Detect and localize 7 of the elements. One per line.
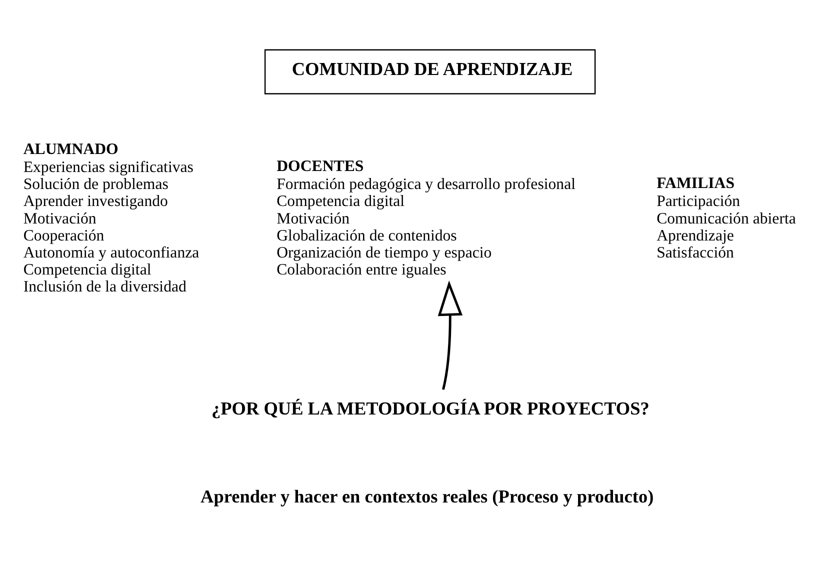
- label: Aprender y hacer en contextos reales (Proceso y producto): [200, 486, 654, 506]
- node-box: COMUNIDAD DE APRENDIZAJE: [264, 48, 596, 94]
- node-text: FAMILIAS Participación Comunicación abierta Aprendizaje Satisfacción: [656, 174, 796, 261]
- arrow: [438, 280, 463, 390]
- node-text: ¿POR QUÉ LA METODOLOGÍA POR PROYECTOS?: [211, 398, 650, 418]
- node-text: DOCENTES Formación pedagógica y desarrollo profesional Competencia digital Motivación Globalización de contenidos Organización de tiempo y espacio Colaboración entre iguales: [276, 157, 576, 278]
- node-text: ALUMNADO Experiencias significativas Solución de problemas Aprender investigando Motivación Cooperación Autonomía y autoconfianza Competencia digital Inclusión de la diversidad: [23, 140, 200, 295]
